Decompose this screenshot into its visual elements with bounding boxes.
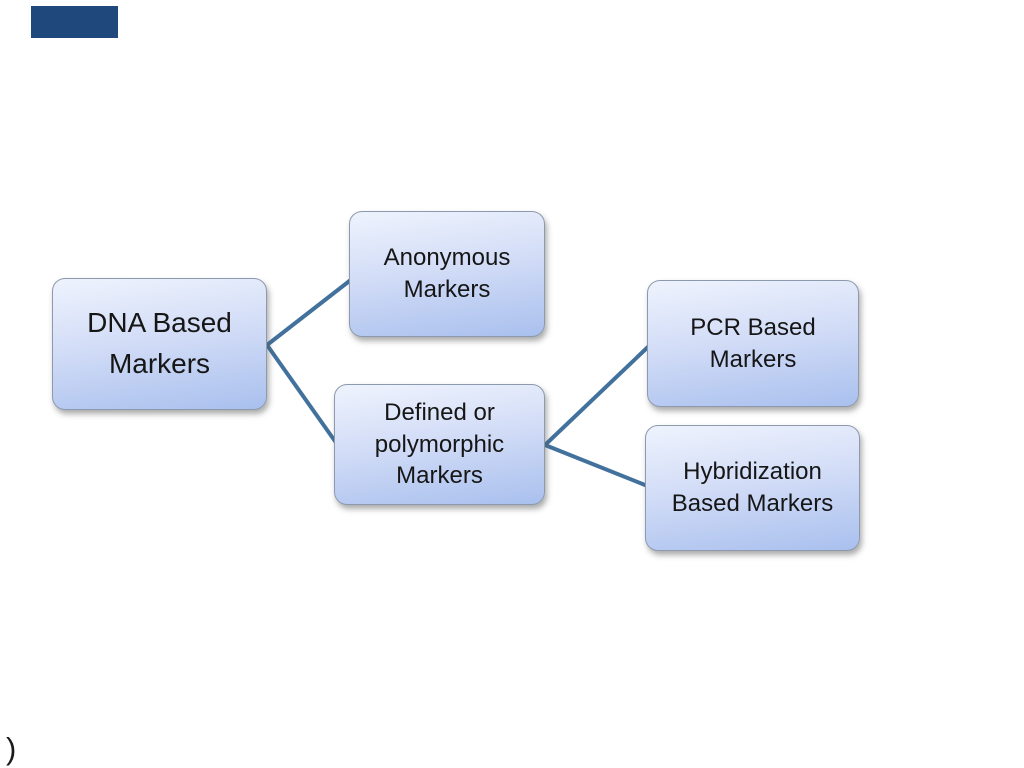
diagram-node-anonymous-markers: Anonymous Markers [349, 211, 545, 337]
node-label: DNA Based Markers [87, 307, 232, 379]
diagram-node-hybridization-based-markers: Hybridization Based Markers [645, 425, 860, 551]
node-label: Anonymous Markers [383, 244, 511, 303]
connector-defined-to-hybridization [544, 443, 651, 489]
stray-parenthesis-text: ) [6, 731, 17, 766]
diagram-node-defined-polymorphic-markers: Defined or polymorphic Markers [334, 384, 545, 505]
diagram-node-dna-based-markers: DNA Based Markers [52, 278, 267, 410]
node-label: Defined or polymorphic Markers [374, 398, 505, 490]
connector-dna-to-defined [265, 343, 339, 446]
diagram-node-pcr-based-markers: PCR Based Markers [647, 280, 859, 407]
node-label: PCR Based Markers [690, 313, 816, 373]
connector-dna-to-anonymous [265, 277, 354, 347]
connector-defined-to-pcr [543, 343, 652, 447]
corner-decoration-rectangle [31, 6, 118, 38]
node-label: Hybridization Based Markers [671, 458, 834, 517]
